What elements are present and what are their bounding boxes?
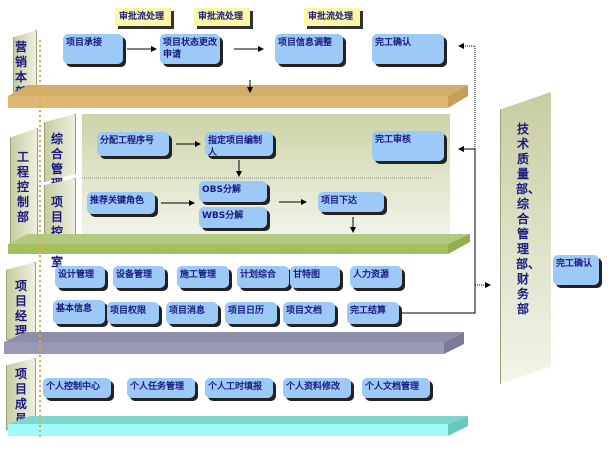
member-shelf-front (8, 424, 448, 436)
completion-audit-box[interactable]: 完工审核 (372, 131, 444, 161)
pm-message-box[interactable]: 项目消息 (166, 302, 218, 324)
member-shelf (8, 416, 468, 436)
designate-editor-box[interactable]: 指定项目编制人 (205, 132, 273, 158)
pm-calendar-box[interactable]: 项目日历 (225, 302, 277, 324)
info-adjust-box[interactable]: 项目信息调整 (275, 34, 343, 64)
pm-permission-box[interactable]: 项目权限 (107, 302, 159, 324)
member-control-center-box[interactable]: 个人控制中心 (43, 378, 111, 398)
project-accept-box[interactable]: 项目承接 (63, 34, 123, 64)
pm-hr-box[interactable]: 人力资源 (350, 266, 402, 288)
engineering-shelf-top (8, 234, 470, 244)
pm-shelf-front (4, 342, 444, 354)
pm-design-box[interactable]: 设计管理 (55, 266, 105, 288)
project-dispatch-box[interactable]: 项目下达 (318, 192, 384, 212)
engineering-label: 工程控制部 (16, 150, 29, 224)
engineering-shelf-side (448, 234, 470, 254)
member-profile-box[interactable]: 个人资料修改 (283, 378, 351, 398)
member-label: 项目成员 (14, 367, 27, 426)
pm-shelf-side (444, 332, 464, 354)
approval-note-3[interactable]: 审批流处理 (304, 8, 360, 26)
recommend-role-box[interactable]: 推荐关键角色 (87, 192, 155, 214)
pm-side-panel (6, 262, 36, 340)
wbs-box[interactable]: WBS分解 (199, 207, 267, 228)
engineering-side-panel (10, 128, 38, 246)
member-task-box[interactable]: 个人任务管理 (127, 378, 195, 398)
obs-box[interactable]: OBS分解 (199, 181, 267, 202)
assign-number-box[interactable]: 分配工程序号 (97, 132, 169, 156)
pm-equipment-box[interactable]: 设备管理 (113, 266, 165, 288)
marketing-shelf-front (8, 96, 448, 108)
member-shelf-top (8, 416, 468, 424)
pm-shelf-top (4, 332, 464, 342)
settlement-feedback-line (402, 146, 476, 314)
engineering-shelf-front (8, 244, 448, 254)
approval-note-2[interactable]: 审批流处理 (194, 8, 250, 26)
pm-shelf (4, 332, 464, 354)
pm-settlement-box[interactable]: 完工结算 (347, 302, 399, 324)
departments-panel (500, 92, 551, 384)
control-office-panel (44, 178, 76, 236)
approval-note-1[interactable]: 审批流处理 (115, 8, 171, 26)
pm-construction-box[interactable]: 施工管理 (177, 266, 229, 288)
pm-plan-box[interactable]: 计划综合 (237, 266, 289, 288)
pm-gantt-box[interactable]: 甘特图 (290, 266, 340, 288)
marketing-shelf-side (448, 85, 468, 108)
general-office-panel (44, 114, 76, 182)
marketing-complete-confirm-box[interactable]: 完工确认 (372, 34, 444, 64)
pm-basic-info-box[interactable]: 基本信息 (53, 300, 105, 324)
engineering-shelf (8, 234, 470, 254)
member-timesheet-box[interactable]: 个人工时填报 (205, 378, 273, 398)
dept-complete-confirm-box[interactable]: 完工确认 (553, 255, 599, 285)
status-change-box[interactable]: 项目状态更改申请 (160, 34, 220, 64)
member-docs-box[interactable]: 个人文档管理 (362, 378, 430, 398)
member-shelf-side (448, 416, 468, 436)
pm-document-box[interactable]: 项目文档 (283, 302, 335, 324)
dotted-feedback-line (458, 43, 476, 149)
marketing-shelf-top (8, 85, 468, 96)
marketing-shelf (8, 85, 468, 108)
